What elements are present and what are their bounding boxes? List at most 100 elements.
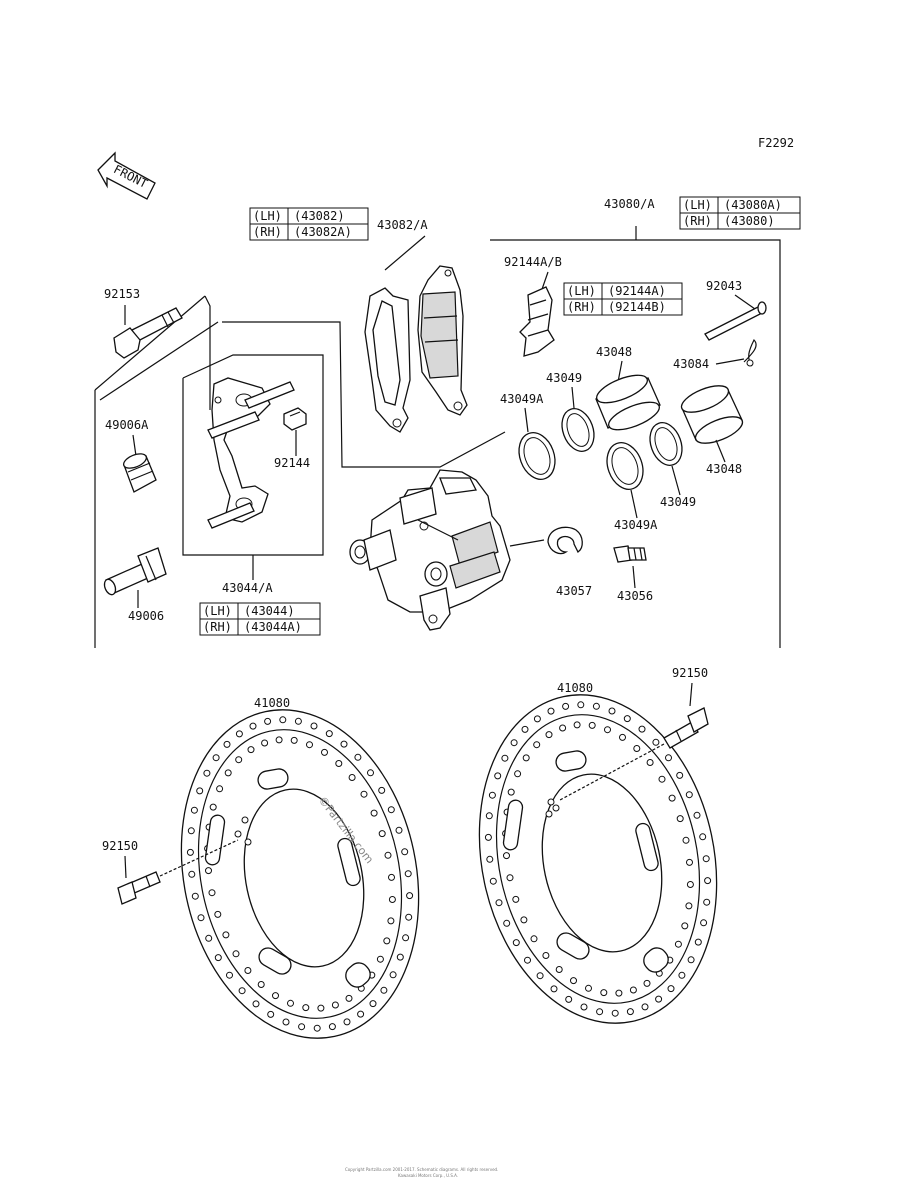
vent-hole: [611, 1009, 619, 1017]
caliper-rh-value: (43080): [724, 214, 775, 228]
vent-hole: [573, 721, 581, 729]
vent-hole: [321, 748, 328, 756]
bolt-92150-right: [663, 707, 709, 749]
vent-hole: [685, 791, 693, 799]
vent-hole: [485, 812, 493, 820]
vent-hole: [272, 992, 279, 1000]
vent-hole: [367, 769, 374, 777]
footer-line-1: Copyright Partzilla.com 2001-2017. Schem…: [345, 1167, 498, 1172]
label-pin-49006: 49006: [128, 609, 164, 623]
vent-hole: [370, 809, 378, 817]
vent-hole: [328, 1023, 336, 1031]
vent-hole: [655, 995, 663, 1003]
pad-lh-key: (LH): [253, 209, 282, 223]
vent-hole: [600, 989, 608, 997]
vent-hole: [494, 772, 502, 780]
vent-hole: [401, 848, 409, 856]
pin-clip: [743, 338, 757, 367]
label-caliper: 43080/A: [604, 197, 655, 211]
brake-disc-right: [478, 694, 718, 1024]
vent-hole: [302, 1004, 310, 1012]
label-spring-92144: 92144: [274, 456, 310, 470]
piston-right: [680, 385, 744, 444]
caliper-lh-key: (LH): [683, 198, 712, 212]
vent-hole: [310, 722, 318, 730]
pin-49006: [103, 547, 167, 596]
bolt-92150-left: [117, 871, 161, 905]
vent-hole: [488, 791, 496, 799]
vent-hole: [298, 1023, 306, 1031]
caliper-holder: [207, 377, 295, 529]
vent-hole: [559, 724, 567, 732]
spring-rh-key: (RH): [567, 300, 596, 314]
vent-hole: [223, 740, 231, 748]
label-seal-43049-top: 43049: [546, 371, 582, 385]
vent-hole: [354, 753, 362, 761]
vent-hole: [264, 717, 272, 725]
vent-hole: [530, 935, 538, 943]
vent-hole: [222, 931, 230, 939]
vent-hole: [205, 867, 212, 875]
vent-hole: [608, 707, 616, 715]
spring-rh-value: (92144B): [608, 300, 666, 314]
vent-hole: [190, 806, 198, 814]
label-valve-43056: 43056: [617, 589, 653, 603]
label-bolt-92150-right: 92150: [672, 666, 708, 680]
vent-hole: [214, 910, 222, 918]
pad-spring: [519, 286, 555, 357]
vent-hole: [388, 873, 395, 881]
vent-hole: [384, 851, 392, 859]
holder-lh-value: (43044): [244, 604, 295, 618]
pad-rh-key: (RH): [253, 225, 282, 239]
vent-hole: [282, 1018, 290, 1026]
vent-hole: [676, 771, 684, 779]
vent-hole: [244, 967, 252, 974]
vent-hole: [306, 741, 313, 749]
vent-hole: [681, 922, 689, 930]
vent-hole: [357, 1010, 365, 1018]
spring-92144: [283, 407, 307, 431]
caliper-body: [349, 469, 511, 631]
seal-left: [518, 432, 556, 480]
vent-hole: [510, 739, 518, 747]
vent-hole: [686, 858, 693, 866]
vent-hole: [686, 881, 694, 888]
vent-hole: [279, 716, 287, 724]
vent-hole: [694, 938, 702, 946]
vent-hole: [550, 985, 558, 993]
vent-hole: [646, 759, 654, 766]
brake-disc-left: [180, 709, 420, 1039]
vent-hole: [562, 702, 570, 710]
label-seal-43049a-left: 43049A: [500, 392, 544, 406]
vent-hole: [247, 746, 255, 754]
label-disc-right: 41080: [557, 681, 593, 695]
vent-hole: [388, 896, 396, 903]
vent-hole: [188, 870, 196, 878]
vent-hole: [261, 739, 269, 747]
vent-hole: [196, 787, 204, 795]
vent-hole: [700, 919, 708, 927]
figure-code: F2292: [758, 136, 794, 150]
front-arrow-icon: FRONT: [97, 151, 156, 200]
vent-hole: [331, 1001, 339, 1009]
vent-hole: [682, 836, 690, 844]
vent-hole: [693, 811, 701, 819]
vent-hole: [348, 774, 356, 781]
vent-hole: [702, 855, 710, 863]
vent-hole: [345, 994, 353, 1002]
vent-hole: [275, 736, 283, 744]
bleeder-cap-43057: [509, 526, 583, 555]
label-piston-43048-top: 43048: [596, 345, 632, 359]
vent-hole: [633, 745, 641, 752]
vent-hole: [592, 702, 600, 710]
vent-hole: [486, 855, 494, 863]
vent-hole: [395, 826, 403, 834]
vent-hole: [267, 1010, 275, 1018]
vent-hole: [404, 870, 412, 878]
label-pin-92043: 92043: [706, 279, 742, 293]
vent-hole: [533, 715, 541, 723]
vent-hole: [187, 827, 195, 835]
vent-hole: [638, 725, 646, 733]
vent-hole: [565, 995, 573, 1003]
